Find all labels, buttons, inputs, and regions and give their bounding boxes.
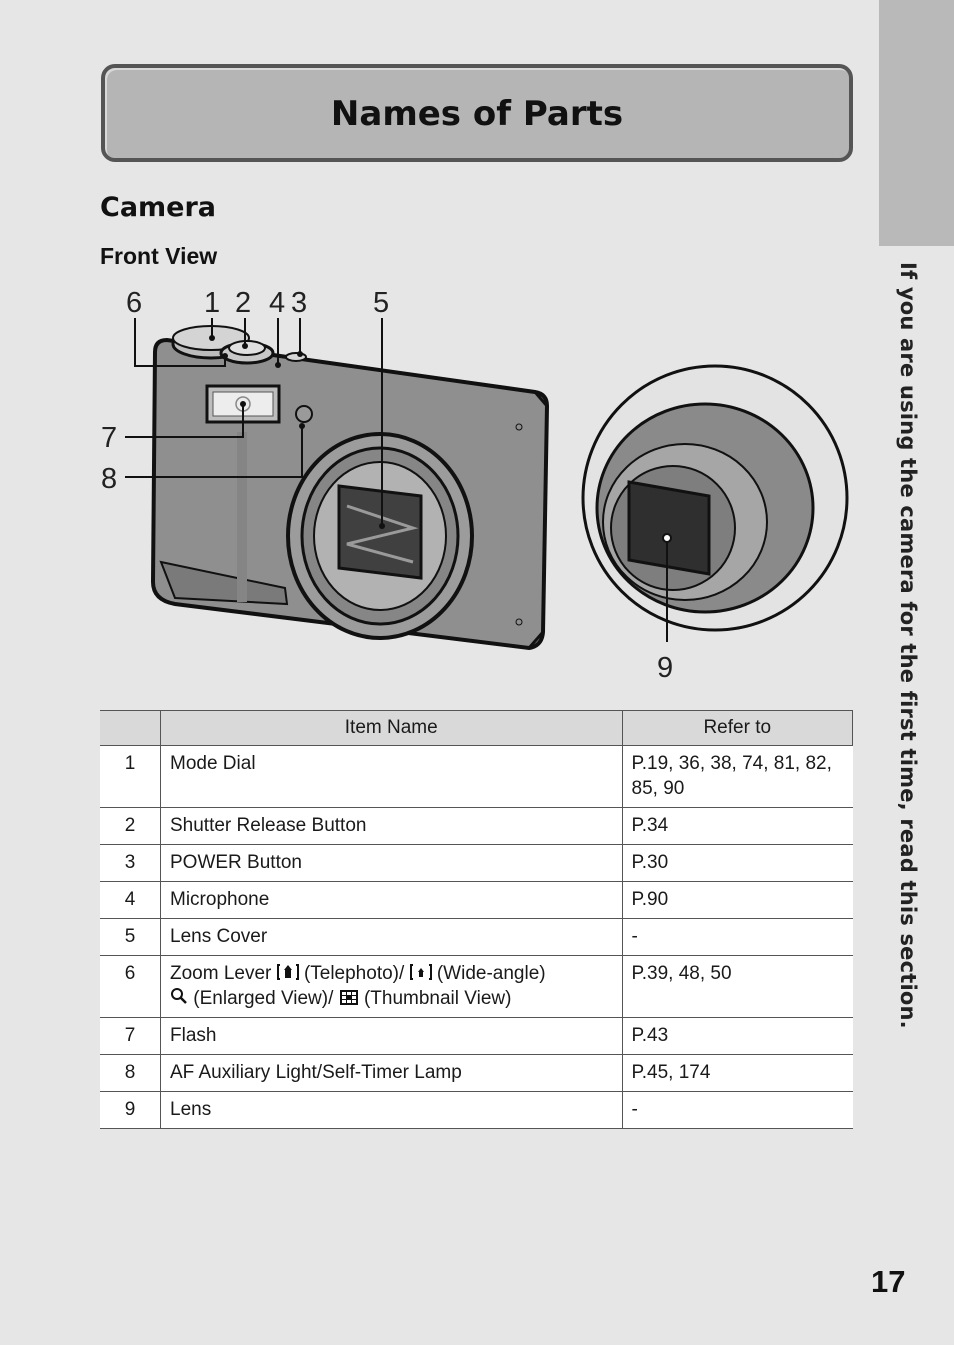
row-number: 8 bbox=[100, 1054, 161, 1092]
row-refer-to: P.90 bbox=[621, 881, 853, 919]
row-number: 3 bbox=[100, 844, 161, 882]
row-refer-to: P.19, 36, 38, 74, 81, 82, 85, 90 bbox=[621, 745, 853, 808]
row-refer-to: - bbox=[621, 1091, 853, 1129]
row-number: 9 bbox=[100, 1091, 161, 1129]
wide-angle-label: (Wide-angle) bbox=[436, 963, 546, 984]
row-number: 5 bbox=[100, 918, 161, 956]
camera-front-view-illustration: 6 1 2 4 3 5 7 8 9 bbox=[101, 287, 849, 684]
wide-angle-icon bbox=[409, 964, 432, 980]
zoom-lever-label: Zoom Lever bbox=[170, 963, 272, 984]
telephoto-icon bbox=[276, 964, 299, 980]
row-refer-to: P.34 bbox=[621, 807, 853, 845]
section-tab bbox=[879, 0, 954, 246]
section-heading: Camera bbox=[100, 192, 217, 223]
row-refer-to: P.45, 174 bbox=[621, 1054, 853, 1092]
header-item-name: Item Name bbox=[160, 710, 623, 746]
section-tab-text: If you are using the camera for the firs… bbox=[896, 262, 920, 1029]
table-row: 3 POWER Button P.30 bbox=[100, 844, 853, 882]
header-number bbox=[100, 710, 161, 746]
row-item-name: Lens bbox=[160, 1091, 622, 1129]
callout-1: 1 bbox=[204, 287, 220, 319]
table-row: 6 Zoom Lever (Telephoto)/ (Wide-angle) (… bbox=[100, 955, 853, 1018]
row-number: 1 bbox=[100, 745, 161, 808]
row-item-name: Flash bbox=[160, 1017, 622, 1055]
row-item-name: Zoom Lever (Telephoto)/ (Wide-angle) (En… bbox=[160, 955, 622, 1018]
table-header-row: Item Name Refer to bbox=[100, 710, 853, 746]
row-item-name: POWER Button bbox=[160, 844, 622, 882]
row-refer-to: P.43 bbox=[621, 1017, 853, 1055]
telephoto-label: (Telephoto)/ bbox=[303, 963, 405, 984]
callout-8: 8 bbox=[101, 463, 117, 495]
thumbnail-view-label: (Thumbnail View) bbox=[363, 988, 512, 1009]
table-row: 9 Lens - bbox=[100, 1091, 853, 1129]
callout-4: 4 bbox=[269, 287, 285, 319]
callout-9: 9 bbox=[657, 652, 673, 684]
table-row: 2 Shutter Release Button P.34 bbox=[100, 807, 853, 845]
table-row: 8 AF Auxiliary Light/Self-Timer Lamp P.4… bbox=[100, 1054, 853, 1092]
callout-2: 2 bbox=[235, 287, 251, 319]
page-number: 17 bbox=[871, 1264, 906, 1299]
row-item-name: AF Auxiliary Light/Self-Timer Lamp bbox=[160, 1054, 622, 1092]
callout-5: 5 bbox=[373, 287, 389, 319]
callout-6: 6 bbox=[126, 287, 142, 319]
header-refer-to: Refer to bbox=[621, 710, 853, 746]
row-number: 7 bbox=[100, 1017, 161, 1055]
row-refer-to: - bbox=[621, 918, 853, 956]
row-item-name: Shutter Release Button bbox=[160, 807, 622, 845]
row-item-name: Lens Cover bbox=[160, 918, 622, 956]
row-item-name: Microphone bbox=[160, 881, 622, 919]
thumbnail-grid-icon bbox=[339, 990, 358, 1005]
row-number: 4 bbox=[100, 881, 161, 919]
camera-body-illustration bbox=[150, 325, 550, 651]
subsection-heading: Front View bbox=[100, 243, 218, 269]
parts-table: Item Name Refer to 1 Mode Dial P.19, 36,… bbox=[100, 710, 853, 1129]
ref-line: 85, 90 bbox=[631, 778, 685, 799]
callout-dots bbox=[209, 335, 672, 543]
table-row: 5 Lens Cover - bbox=[100, 918, 853, 956]
callout-leader-lines bbox=[125, 318, 668, 642]
page-title: Names of Parts bbox=[330, 94, 624, 134]
magnifier-icon bbox=[171, 988, 187, 1004]
row-number: 2 bbox=[100, 807, 161, 845]
enlarged-view-label: (Enlarged View)/ bbox=[193, 988, 334, 1009]
row-item-name: Mode Dial bbox=[160, 745, 622, 808]
row-number: 6 bbox=[100, 955, 161, 1018]
ref-line: P.19, 36, 38, 74, 81, 82, bbox=[631, 753, 832, 774]
row-refer-to: P.30 bbox=[621, 844, 853, 882]
callout-7: 7 bbox=[101, 422, 117, 454]
table-row: 1 Mode Dial P.19, 36, 38, 74, 81, 82, 85,… bbox=[100, 745, 853, 808]
callout-3: 3 bbox=[291, 287, 307, 319]
lens-detail-illustration bbox=[581, 364, 849, 632]
table-row: 7 Flash P.43 bbox=[100, 1017, 853, 1055]
title-box: Names of Parts bbox=[101, 64, 853, 162]
table-row: 4 Microphone P.90 bbox=[100, 881, 853, 919]
row-refer-to: P.39, 48, 50 bbox=[621, 955, 853, 1018]
